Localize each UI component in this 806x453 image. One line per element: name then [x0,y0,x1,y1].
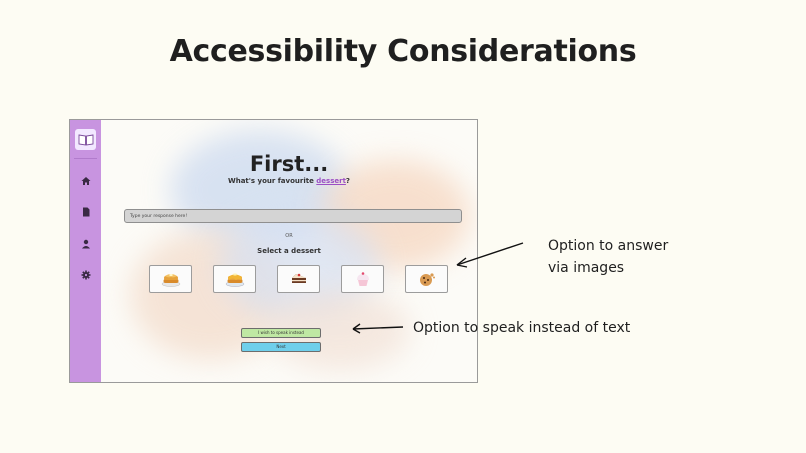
gear-icon[interactable] [78,267,93,282]
dessert-option-pancakes[interactable] [149,265,192,293]
speak-instead-button[interactable]: I wish to speak instead [241,328,321,338]
arrow-to-images [456,242,524,268]
sidebar-divider [74,158,97,159]
annotation-images-line2: via images [548,260,625,276]
user-icon[interactable] [78,236,93,251]
arrow-to-speak-button [352,323,404,334]
sidebar [70,120,101,382]
dessert-option-cupcake[interactable] [341,265,384,293]
or-divider: OR [285,233,293,239]
home-icon[interactable] [78,173,93,188]
cookie-icon [419,273,435,286]
cake-slice-icon [291,273,306,283]
annotation-speak: Option to speak instead of text [413,320,631,336]
pancake-icon [225,273,244,287]
dessert-link[interactable]: dessert [316,177,346,185]
dessert-option-pancakes-syrup[interactable] [213,265,256,293]
annotation-images-line1: Option to answer [548,238,669,254]
dessert-option-cookie[interactable] [405,265,448,293]
next-button[interactable]: Next [241,342,321,352]
app-mockup: First... What's your favourite dessert? … [69,119,478,383]
book-icon[interactable] [75,129,96,150]
page-heading: First... [249,152,329,176]
select-dessert-label: Select a dessert [257,247,321,255]
response-input[interactable]: Type your response here! [124,209,462,223]
question-prefix: What's your favourite [228,177,317,185]
main-content: First... What's your favourite dessert? … [101,120,477,382]
question-text: What's your favourite dessert? [101,177,477,185]
question-suffix: ? [345,177,350,185]
dessert-option-cake[interactable] [277,265,320,293]
slide-title: Accessibility Considerations [169,34,637,69]
pancake-icon [161,274,180,287]
document-icon[interactable] [78,204,93,219]
cupcake-icon [356,272,369,286]
annotation-images: Option to answer via images [548,235,668,279]
